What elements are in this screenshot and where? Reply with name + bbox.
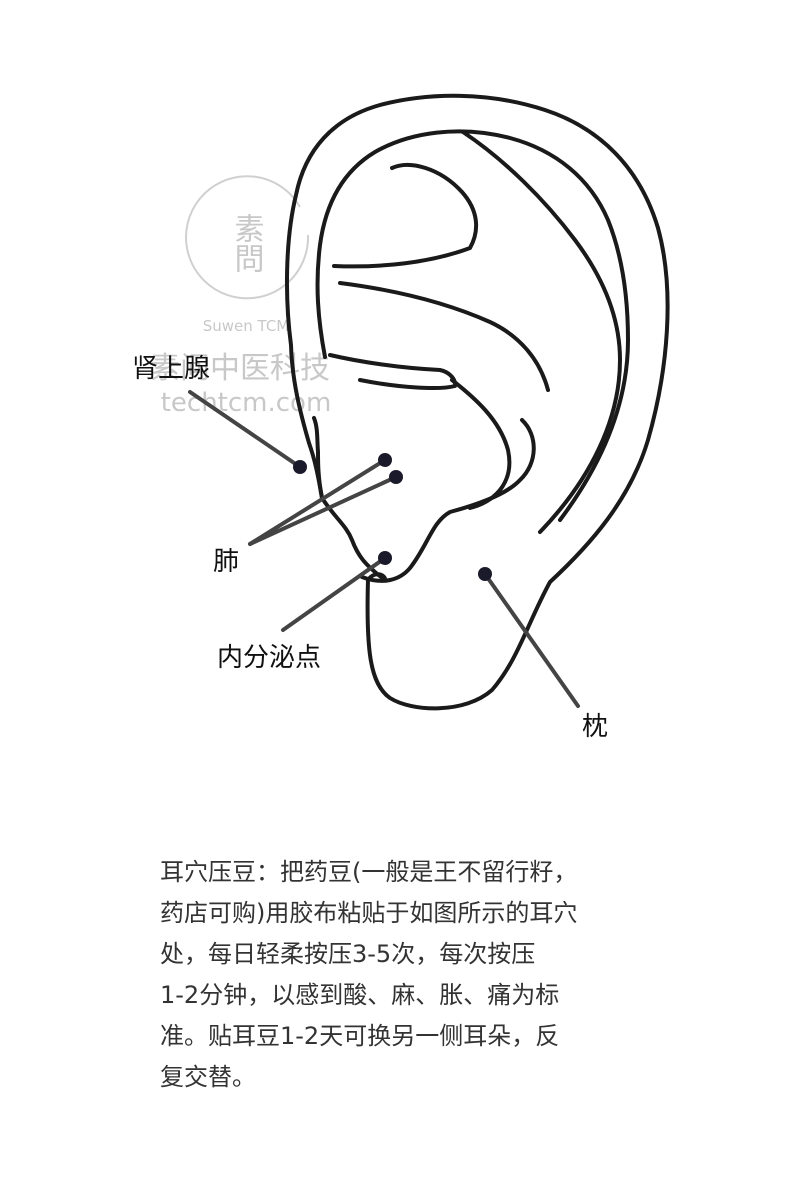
- ear-triangular-fossa: [332, 163, 479, 269]
- acupoint-labels: 肾上腺 肺 内分泌点 枕: [132, 354, 608, 742]
- watermark-brand: Suwen TCM: [203, 317, 290, 335]
- label-fei: 肺: [213, 547, 239, 577]
- acupoint-dot-fei-upper: [378, 453, 392, 467]
- ear-helix-crus: [328, 353, 458, 390]
- ear-antihelix: [461, 130, 622, 534]
- instructions-text: 耳穴压豆：把药豆(一般是王不留行籽， 药店可购)用胶布粘贴于如图所示的耳穴 处，…: [160, 852, 640, 1098]
- label-zhen: 枕: [582, 712, 608, 742]
- acupoint-dot-neifenmi: [378, 551, 392, 565]
- ear-outline: [285, 93, 670, 711]
- ear-superior-crus: [338, 281, 550, 392]
- ear-tragus-edge: [312, 416, 324, 500]
- ear-antitragus: [360, 418, 536, 583]
- pointer-line-fei-lower: [248, 475, 398, 546]
- watermark-name: 素问中医科技: [150, 351, 330, 386]
- instructions-line: 处，每日轻柔按压3-5次，每次按压: [160, 940, 536, 968]
- instructions-line: 复交替。: [160, 1063, 256, 1091]
- watermark-site: techtcm.com: [161, 388, 332, 418]
- pointer-line-neifenmi: [281, 556, 387, 632]
- pointer-line-shenshangxian: [188, 390, 302, 469]
- acupoint-dot-fei-lower: [389, 470, 403, 484]
- acupoint-dot-zhen: [478, 567, 492, 581]
- ear-acupoint-diagram: 素問 Suwen TCM 素问中医科技 techtcm.com: [132, 93, 670, 742]
- ear-concha-ridge: [450, 378, 512, 510]
- label-neifenmi: 内分泌点: [217, 643, 321, 673]
- pointer-line-zhen: [483, 572, 580, 708]
- instructions-line: 1-2分钟，以感到酸、麻、胀、痛为标: [160, 981, 560, 1009]
- ear-helix-inner: [315, 129, 630, 522]
- watermark-logo-chars: 素問: [229, 213, 264, 273]
- acupoint-markers: [293, 453, 492, 581]
- label-shenshangxian: 肾上腺: [132, 354, 210, 384]
- instructions-line: 准。贴耳豆1-2天可换另一侧耳朵，反: [160, 1022, 560, 1050]
- pointer-line-fei-upper: [248, 458, 387, 546]
- pointer-lines: [188, 390, 580, 708]
- instructions-line: 药店可购)用胶布粘贴于如图所示的耳穴: [160, 899, 578, 927]
- watermark: 素問 Suwen TCM 素问中医科技 techtcm.com: [150, 175, 332, 418]
- instructions-line: 耳穴压豆：把药豆(一般是王不留行籽，: [160, 858, 578, 886]
- acupoint-dot-shenshangxian: [293, 460, 307, 474]
